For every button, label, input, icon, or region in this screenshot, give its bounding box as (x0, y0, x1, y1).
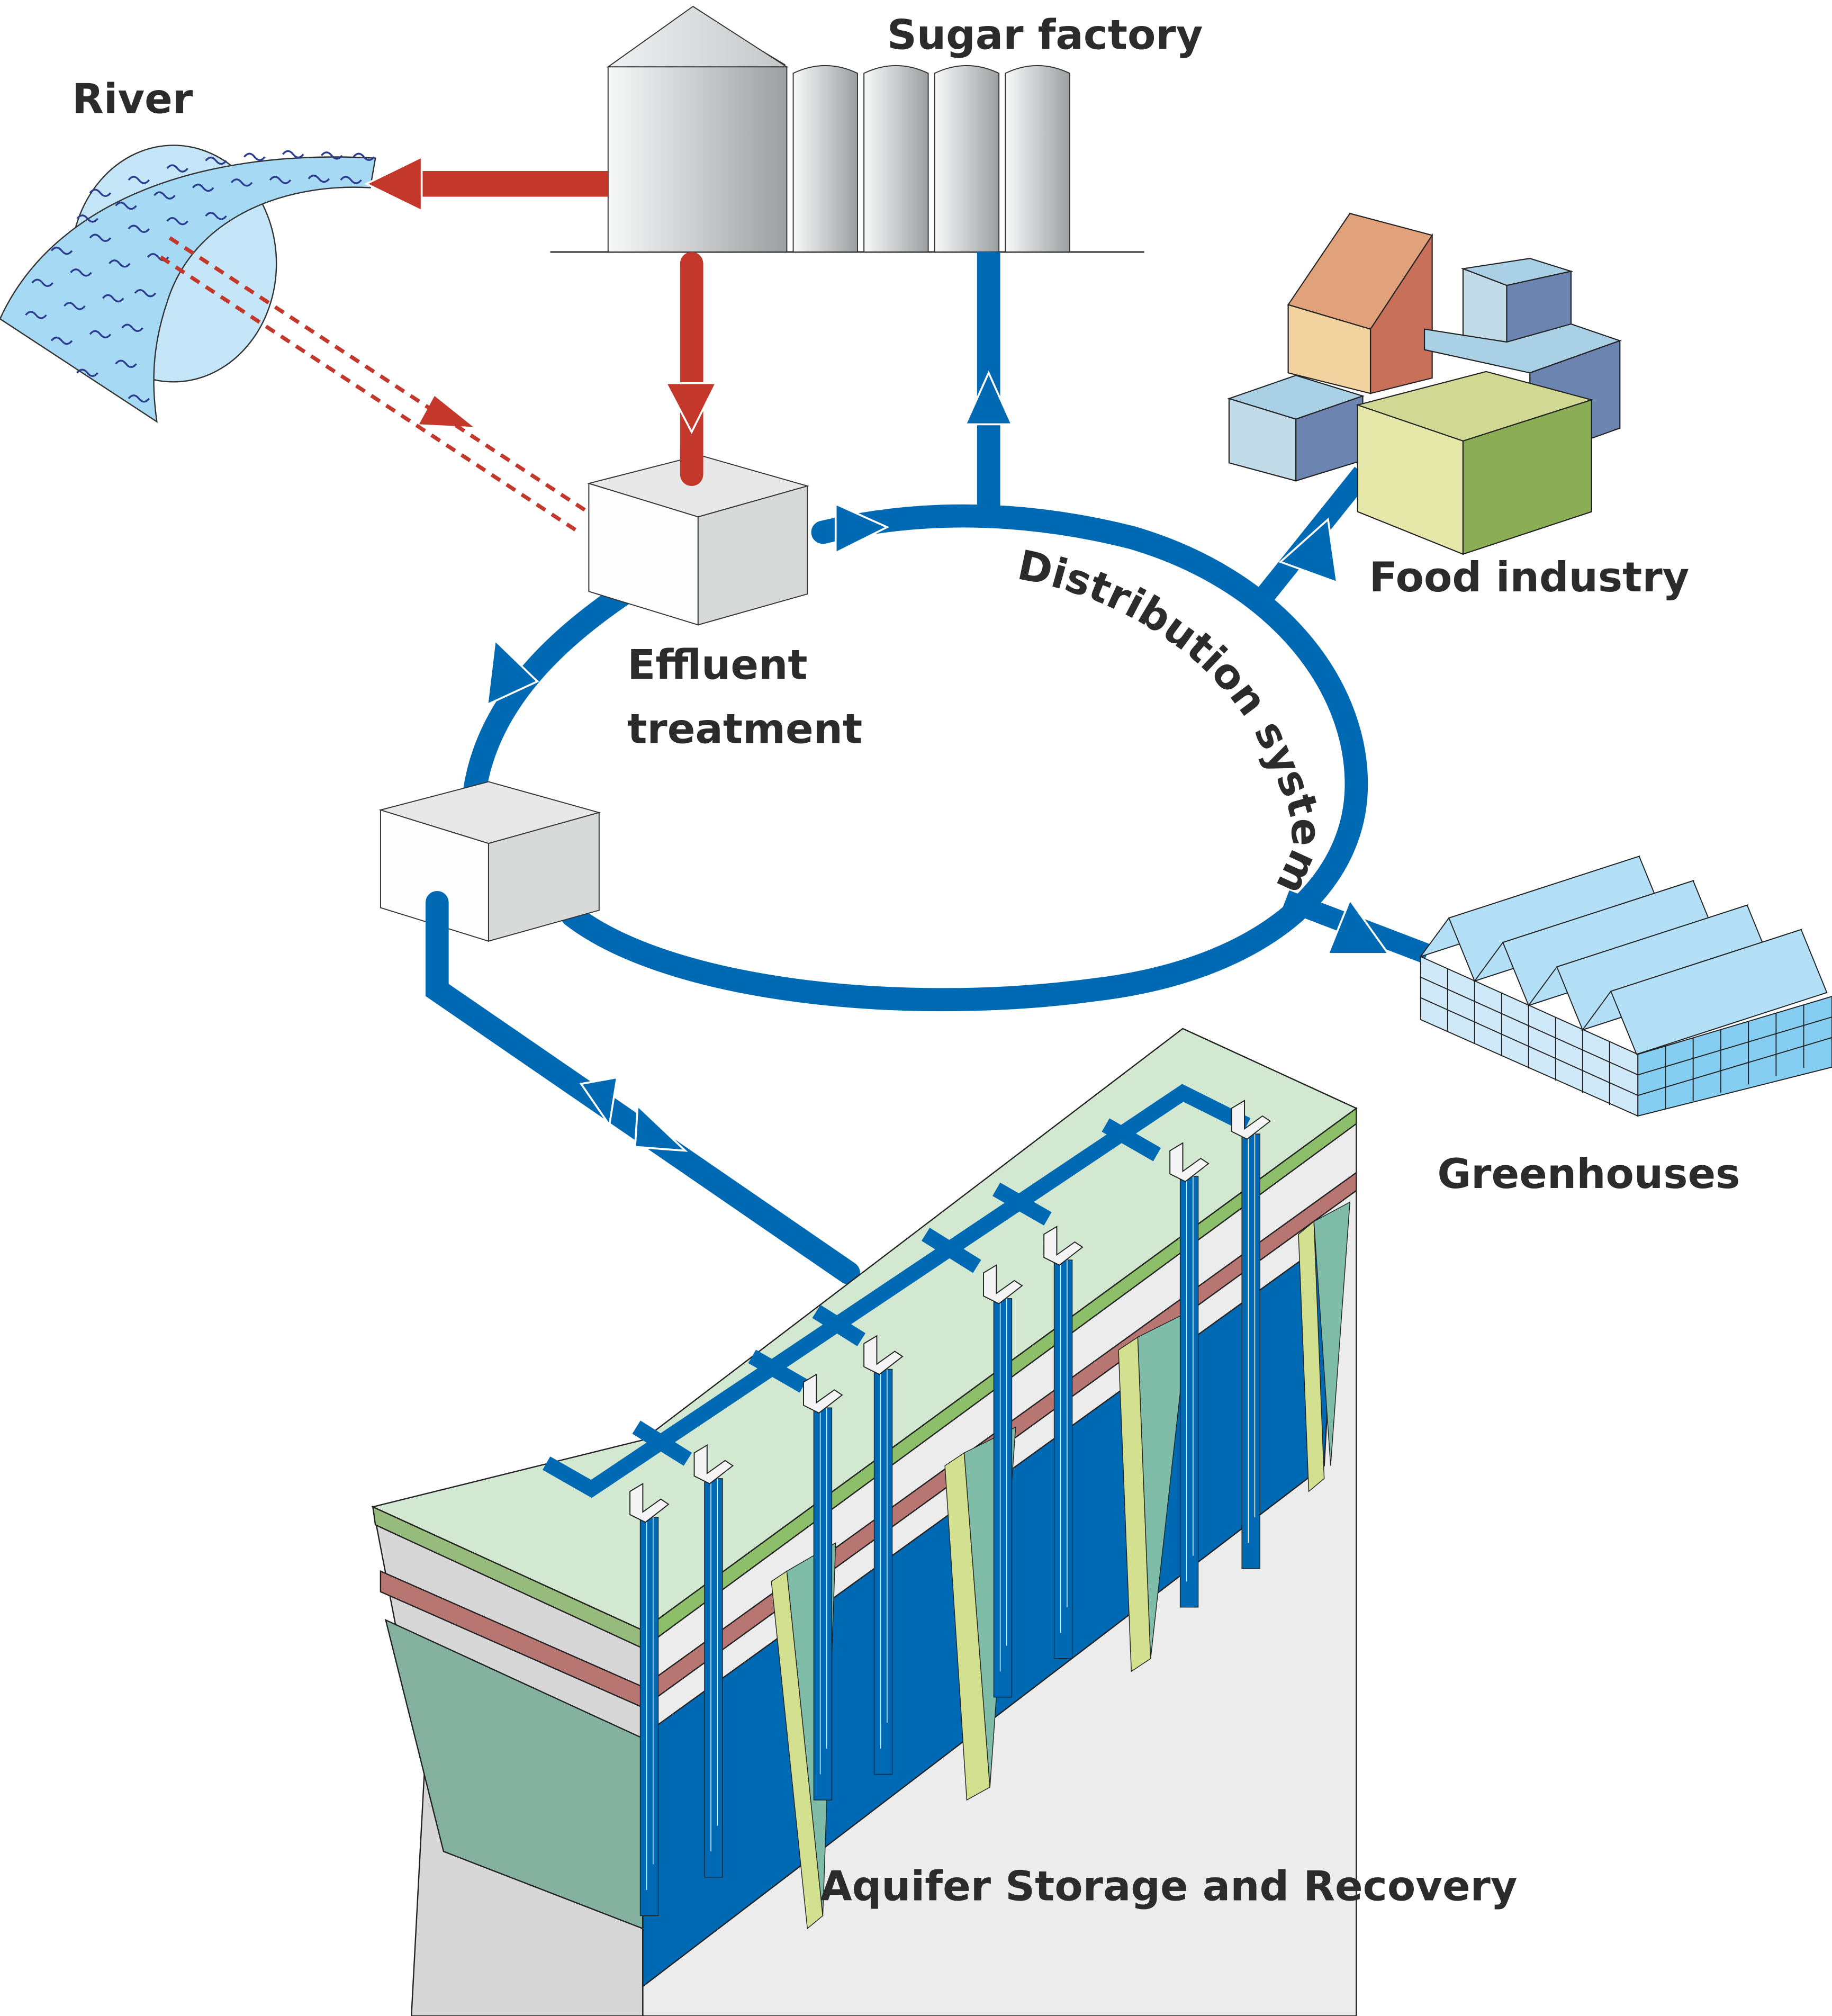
effluent-arrow-down (664, 382, 718, 434)
effluent-pipe-left (420, 171, 608, 197)
wave-mark (128, 224, 150, 233)
main-silo (607, 66, 788, 253)
small-silo (1005, 65, 1070, 253)
label-river: River (72, 76, 193, 123)
label-distribution-system-text: Distribution system (1014, 542, 1330, 902)
wave-mark (243, 152, 266, 161)
wave-mark (50, 246, 73, 255)
wellhead (1169, 1142, 1210, 1182)
effluent-treatment-unit (586, 454, 809, 626)
wellhead (693, 1444, 734, 1484)
wave-mark (166, 164, 188, 173)
aquifer-top-face (371, 1028, 1358, 1631)
wave-mark (192, 183, 214, 192)
wave-mark (109, 259, 131, 268)
small-silo (934, 65, 1000, 253)
aquifer-pipe (425, 890, 860, 1285)
wave-mark (89, 330, 112, 339)
greenhouse-transom (1420, 976, 1638, 1076)
well-casing (704, 1478, 723, 1878)
wave-mark (115, 359, 137, 368)
wave-mark (76, 368, 98, 377)
return-arrow-up (964, 370, 1014, 426)
wave-mark (128, 394, 150, 403)
well-casing (873, 1369, 893, 1775)
small-silo (863, 65, 929, 253)
greenhouse-transom (1420, 997, 1638, 1096)
flow-arrow-aquifer-down (634, 1103, 688, 1152)
wave-mark (353, 152, 375, 161)
wave-marks (25, 150, 375, 403)
wave-mark (76, 214, 98, 223)
wellhead (863, 1335, 904, 1375)
storage-unit (378, 781, 601, 942)
wave-mark (70, 268, 92, 277)
wave-mark (340, 176, 362, 184)
wellhead (1231, 1100, 1271, 1140)
wave-mark (25, 311, 47, 319)
well-casing (1241, 1133, 1260, 1569)
wellhead (803, 1373, 843, 1414)
wave-mark (166, 217, 188, 226)
flow-arrow-aquifer-up (579, 1076, 619, 1128)
wave-mark (282, 150, 304, 159)
small-silo (792, 65, 858, 253)
wave-mark (115, 201, 137, 210)
wellhead (1043, 1226, 1084, 1266)
wave-mark (134, 289, 157, 298)
food-industry-buildings (1227, 212, 1622, 555)
label-effluent-treatment-2: treatment (627, 706, 862, 753)
greenhouse-roof-right (1610, 929, 1828, 1055)
wave-mark (89, 233, 112, 242)
wellhead (983, 1264, 1023, 1304)
label-distribution-system: Distribution system (1014, 542, 1330, 902)
wave-mark (128, 176, 150, 184)
well-casing (813, 1407, 833, 1801)
effluent-pipe-end (680, 437, 703, 486)
wave-mark (269, 176, 292, 184)
sugar-factory (364, 5, 1144, 253)
aquifer-pipe-network (542, 1084, 1251, 1498)
aquifer-front-green (384, 1618, 644, 1930)
wellhead (629, 1482, 670, 1523)
well-casing (1179, 1176, 1199, 1608)
wave-mark (50, 336, 73, 345)
main-silo-roof (606, 5, 789, 68)
wave-mark (205, 212, 227, 220)
wave-mark (320, 151, 343, 160)
flow-arrow-food-industry (1278, 517, 1339, 584)
label-aquifer: Aquifer Storage and Recovery (820, 1862, 1518, 1910)
wave-mark (31, 278, 53, 287)
label-food-industry: Food industry (1369, 554, 1690, 601)
wave-mark (308, 174, 330, 183)
flow-arrow-treatment-to-loop (834, 502, 890, 555)
label-greenhouses: Greenhouses (1437, 1150, 1740, 1198)
flow-arrow-greenhouses (1326, 898, 1391, 955)
effluent-arrow-to-river (364, 155, 423, 213)
river-water (0, 156, 376, 424)
wave-mark (121, 323, 143, 332)
river-to-treatment-dashed-pipe (159, 236, 593, 535)
wave-mark (154, 191, 176, 200)
wave-mark (64, 302, 86, 310)
well-casing (993, 1298, 1013, 1698)
wave-mark (89, 188, 112, 197)
label-effluent-treatment-1: Effluent (627, 641, 807, 689)
well-casing (639, 1516, 659, 1916)
well-casing (1053, 1259, 1073, 1659)
wells (629, 1100, 1271, 1916)
river (0, 145, 376, 424)
greenhouse-gable-transom (1637, 1016, 1832, 1076)
flow-arrow-treatment-to-storage (486, 638, 539, 706)
greenhouse-gable-transom (1637, 1037, 1832, 1096)
distribution-loop (461, 504, 1368, 1012)
greenhouses (1419, 855, 1832, 1117)
wave-mark (205, 156, 227, 165)
label-sugar-factory: Sugar factory (887, 11, 1203, 59)
dashed-pipe-arrowhead (419, 396, 473, 427)
sand-lenses (771, 1220, 1325, 1930)
wave-mark (230, 178, 253, 187)
wave-mark (102, 294, 124, 303)
